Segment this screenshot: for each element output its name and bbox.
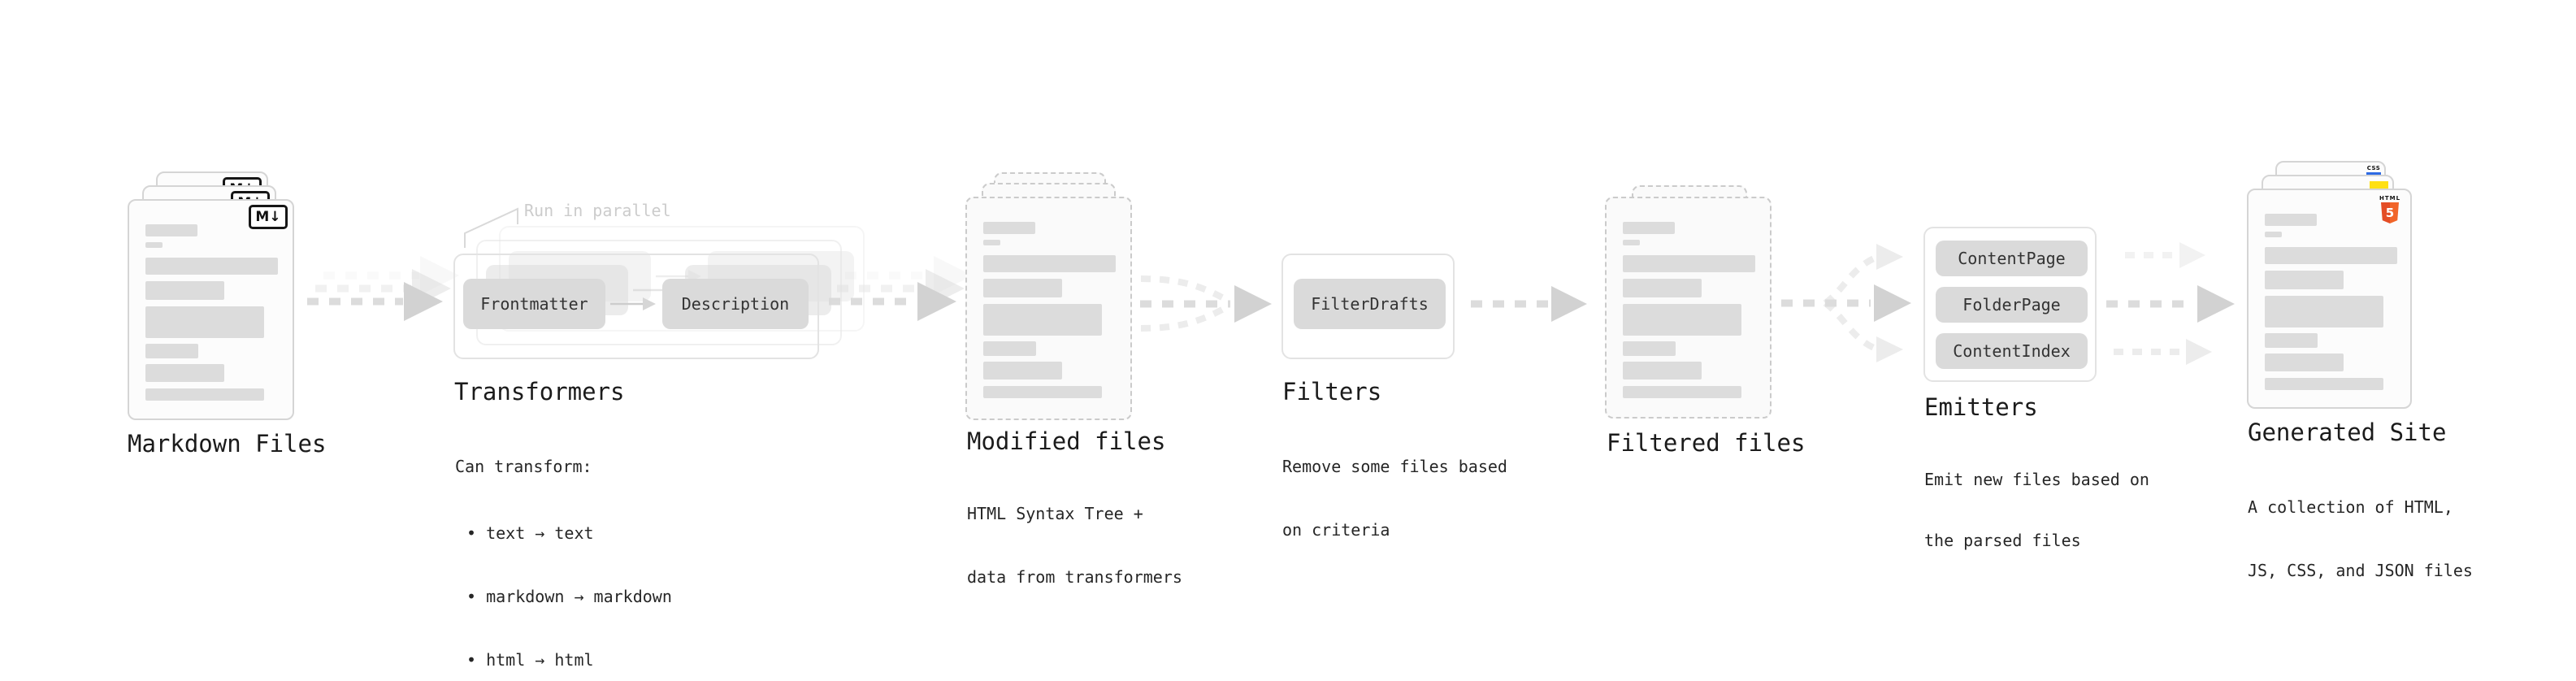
desc-bullet: • html → html xyxy=(466,650,594,670)
placeholder-text-bar xyxy=(1623,222,1675,234)
filters-label: Filters xyxy=(1282,378,1382,406)
run-in-parallel-callout-line xyxy=(464,207,518,248)
placeholder-text-bar xyxy=(145,388,264,401)
arrow-filtered-to-emitters xyxy=(1781,244,1911,362)
arrow-markdown-to-transformers xyxy=(307,256,459,321)
generated-site-description: A collection of HTML, JS, CSS, and JSON … xyxy=(2248,454,2473,623)
placeholder-text-bar xyxy=(983,362,1062,380)
markdown-files-stack: M↓ M↓ M↓ xyxy=(128,171,294,420)
placeholder-text-bar xyxy=(2265,378,2383,390)
pill-filterdrafts: FilterDrafts xyxy=(1294,279,1446,329)
filtered-files-stack xyxy=(1605,185,1772,419)
placeholder-text-lines xyxy=(2265,214,2397,390)
pill-contentindex: ContentIndex xyxy=(1936,333,2088,369)
desc-bullet: • markdown → markdown xyxy=(466,587,672,606)
desc-line: JS, CSS, and JSON files xyxy=(2248,561,2473,580)
placeholder-text-lines xyxy=(145,224,278,401)
transformers-label: Transformers xyxy=(454,378,625,406)
placeholder-text-bar xyxy=(1623,386,1741,398)
markdown-file-card-front: M↓ xyxy=(128,199,294,420)
css-icon: CSS xyxy=(2366,165,2381,176)
placeholder-text-bar xyxy=(145,344,198,358)
pill-folderpage: FolderPage xyxy=(1936,287,2088,323)
placeholder-text-bar xyxy=(983,386,1102,398)
arrow-emitters-to-generated xyxy=(2106,242,2235,365)
placeholder-text-bar xyxy=(145,281,224,300)
filtered-files-label: Filtered files xyxy=(1607,429,1806,457)
placeholder-text-bar xyxy=(1623,362,1702,380)
placeholder-text-bar xyxy=(2265,232,2282,237)
placeholder-text-bar xyxy=(2265,296,2383,327)
placeholder-text-lines xyxy=(1623,222,1755,398)
html5-icon-shield: 5 xyxy=(2381,202,2399,223)
filters-box: FilterDrafts xyxy=(1281,254,1455,359)
pill-frontmatter: Frontmatter xyxy=(463,279,605,329)
placeholder-text-bar xyxy=(2265,354,2344,371)
desc-line: data from transformers xyxy=(967,567,1182,587)
transformers-description: Can transform: • text → text • markdown … xyxy=(455,414,672,681)
desc-line: Remove some files based xyxy=(1282,457,1507,476)
placeholder-text-bar xyxy=(145,364,224,382)
transformers-stack: Frontmatter Description xyxy=(453,226,865,359)
placeholder-text-bar xyxy=(1623,279,1702,297)
desc-line: the parsed files xyxy=(1924,531,2081,550)
placeholder-text-bar xyxy=(2265,247,2397,264)
generated-site-stack: CSS HTML 5 xyxy=(2247,161,2412,409)
desc-line: A collection of HTML, xyxy=(2248,497,2453,517)
desc-line: HTML Syntax Tree + xyxy=(967,504,1143,523)
placeholder-text-bar xyxy=(983,240,1000,245)
emitters-description: Emit new files based on the parsed files xyxy=(1924,429,2149,592)
placeholder-text-bar xyxy=(145,258,278,275)
placeholder-text-bar xyxy=(1623,304,1741,336)
markdown-icon: M↓ xyxy=(249,205,288,229)
generated-site-label: Generated Site xyxy=(2248,419,2447,446)
placeholder-text-bar xyxy=(1623,240,1640,245)
desc-line: Emit new files based on xyxy=(1924,470,2149,489)
transformer-layer-front: Frontmatter Description xyxy=(453,254,819,359)
emitters-box: ContentPage FolderPage ContentIndex xyxy=(1923,227,2097,382)
desc-line: Can transform: xyxy=(455,457,592,476)
placeholder-text-bar xyxy=(983,255,1116,272)
generated-file-card-front: HTML 5 xyxy=(2247,189,2412,409)
placeholder-text-bar xyxy=(2265,271,2344,289)
placeholder-text-bar xyxy=(983,279,1062,297)
placeholder-text-bar xyxy=(1623,341,1676,356)
pill-contentpage: ContentPage xyxy=(1936,241,2088,276)
emitters-label: Emitters xyxy=(1924,393,2038,421)
placeholder-text-lines xyxy=(983,222,1116,398)
placeholder-text-bar xyxy=(145,224,197,236)
filters-description: Remove some files based on criteria xyxy=(1282,414,1507,583)
placeholder-text-bar xyxy=(145,306,264,338)
html5-icon: HTML 5 xyxy=(2379,195,2400,223)
run-in-parallel-annotation: Run in parallel xyxy=(524,201,671,220)
placeholder-text-bar xyxy=(983,304,1102,336)
placeholder-text-bar xyxy=(2265,333,2318,348)
html5-icon-word: HTML xyxy=(2379,195,2401,202)
css-icon-bar xyxy=(2366,172,2381,176)
arrow-modified-to-filters xyxy=(1140,275,1272,332)
css-icon-word: CSS xyxy=(2366,165,2381,171)
modified-files-label: Modified files xyxy=(967,427,1166,455)
placeholder-text-bar xyxy=(983,222,1035,234)
filtered-file-card-front xyxy=(1605,197,1772,419)
placeholder-text-bar xyxy=(983,341,1036,356)
arrow-filters-to-filtered xyxy=(1471,286,1587,322)
modified-files-stack xyxy=(965,172,1132,420)
placeholder-text-bar xyxy=(2265,214,2317,226)
placeholder-text-bar xyxy=(1623,255,1755,272)
modified-file-card-front xyxy=(965,197,1132,420)
transform-arrow-icon xyxy=(610,297,656,310)
placeholder-text-bar xyxy=(145,242,163,248)
modified-files-description: HTML Syntax Tree + data from transformer… xyxy=(967,461,1182,630)
pill-description: Description xyxy=(662,279,809,329)
markdown-files-label: Markdown Files xyxy=(128,430,327,458)
arrow-transformers-to-modified xyxy=(829,256,973,321)
desc-bullet: • text → text xyxy=(466,523,594,543)
desc-line: on criteria xyxy=(1282,520,1390,540)
